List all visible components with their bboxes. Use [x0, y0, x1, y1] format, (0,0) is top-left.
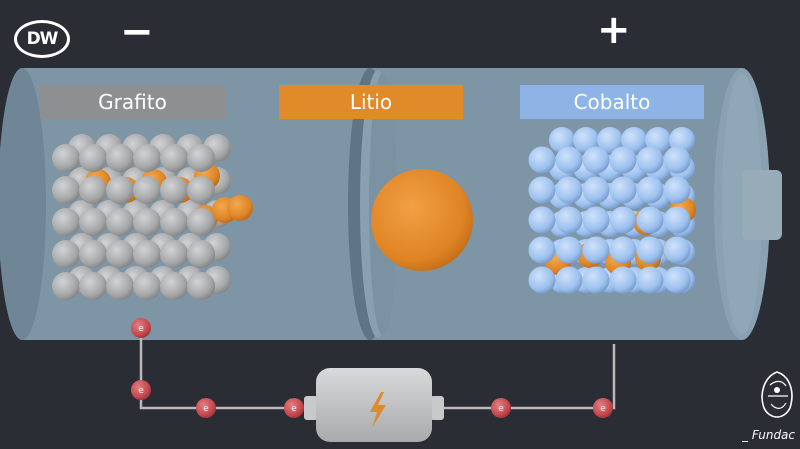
graphite-atom: [160, 272, 188, 300]
cobalt-atom: [555, 146, 583, 174]
cobalt-atom: [609, 176, 637, 204]
cobalt-atom: [636, 266, 664, 294]
electron-symbol: e: [203, 404, 209, 414]
cobalt-atom: [582, 206, 610, 234]
cobalt-atom: [528, 176, 556, 204]
foundation-text: _ Fundac: [742, 428, 796, 442]
cobalt-atom: [582, 266, 610, 294]
cobalt-atom: [555, 236, 583, 264]
graphite-atom: [106, 176, 134, 204]
electron: e: [491, 398, 511, 418]
lithium-label: Litio: [279, 85, 463, 119]
cobalt-lattice: [528, 127, 696, 294]
graphite-atom: [160, 176, 188, 204]
cobalt-atom: [582, 146, 610, 174]
cobalt-atom: [621, 127, 647, 153]
cobalt-atom: [636, 206, 664, 234]
cobalt-atom: [597, 127, 623, 153]
cobalt-atom: [663, 206, 691, 234]
graphite-atom: [52, 144, 80, 172]
graphite-atom: [52, 176, 80, 204]
graphite-atom: [160, 144, 188, 172]
cobalt-atom: [555, 176, 583, 204]
lithium-ion: [371, 169, 473, 271]
graphite-atom: [133, 144, 161, 172]
cobalt-atom: [636, 176, 664, 204]
negative-terminal-sign: −: [120, 9, 154, 55]
electron-symbol: e: [498, 404, 504, 414]
graphite-atom: [187, 144, 215, 172]
graphite-atom: [160, 240, 188, 268]
electron-symbol: e: [138, 386, 144, 396]
graphite-atom: [187, 272, 215, 300]
cobalt-atom: [645, 127, 671, 153]
cobalt-atom: [555, 206, 583, 234]
cobalt-atom: [582, 236, 610, 264]
cobalt-atom: [609, 266, 637, 294]
electron-symbol: e: [138, 324, 144, 334]
cobalt-label: Cobalto: [520, 85, 704, 119]
lithium-atom: [227, 195, 253, 221]
negative-wire: [139, 320, 312, 410]
positive-terminal-cap: [742, 170, 782, 240]
electron: e: [196, 398, 216, 418]
cobalt-atom: [528, 266, 556, 294]
graphite-atom: [79, 272, 107, 300]
cobalt-atom: [663, 146, 691, 174]
electron: e: [131, 318, 151, 338]
graphite-atom: [106, 208, 134, 236]
cobalt-atom: [609, 146, 637, 174]
graphite-atom: [106, 240, 134, 268]
positive-terminal-sign: +: [597, 7, 631, 53]
cobalt-atom: [528, 236, 556, 264]
cobalt-atom: [573, 127, 599, 153]
electron-symbol: e: [600, 404, 606, 414]
cobalt-atom: [663, 266, 691, 294]
graphite-atom: [52, 272, 80, 300]
graphite-atom: [187, 176, 215, 204]
cobalt-atom: [528, 146, 556, 174]
electron: e: [593, 398, 613, 418]
graphite-atom: [133, 240, 161, 268]
cobalt-atom: [609, 206, 637, 234]
graphite-atom: [187, 208, 215, 236]
graphite-atom: [187, 240, 215, 268]
cobalt-atom: [555, 266, 583, 294]
graphite-atom: [133, 176, 161, 204]
graphite-atom: [79, 208, 107, 236]
graphite-atom: [79, 176, 107, 204]
positive-wire: [440, 344, 616, 410]
graphite-atom: [79, 240, 107, 268]
graphite-atom: [133, 208, 161, 236]
graphite-lattice: [52, 134, 253, 300]
graphite-atom: [133, 272, 161, 300]
dw-logo: DW: [14, 20, 70, 58]
graphite-label: Grafito: [40, 85, 225, 119]
electron-group: e e e e e e: [131, 318, 613, 418]
cobalt-atom: [663, 176, 691, 204]
cobalt-atom: [636, 146, 664, 174]
cobalt-atom: [549, 127, 575, 153]
cobalt-atom: [636, 236, 664, 264]
university-crest-icon: [761, 371, 793, 418]
cobalt-atom: [528, 206, 556, 234]
graphite-atom: [79, 144, 107, 172]
cobalt-atom: [609, 236, 637, 264]
electron: e: [284, 398, 304, 418]
graphite-atom: [52, 240, 80, 268]
cobalt-atom: [663, 236, 691, 264]
cobalt-atom: [582, 176, 610, 204]
graphite-atom: [160, 208, 188, 236]
electron-symbol: e: [291, 404, 297, 414]
graphite-atom: [106, 144, 134, 172]
graphite-atom: [52, 208, 80, 236]
cobalt-atom: [669, 127, 695, 153]
battery-lightning-icon: [304, 368, 444, 442]
electron: e: [131, 380, 151, 400]
graphite-atom: [106, 272, 134, 300]
